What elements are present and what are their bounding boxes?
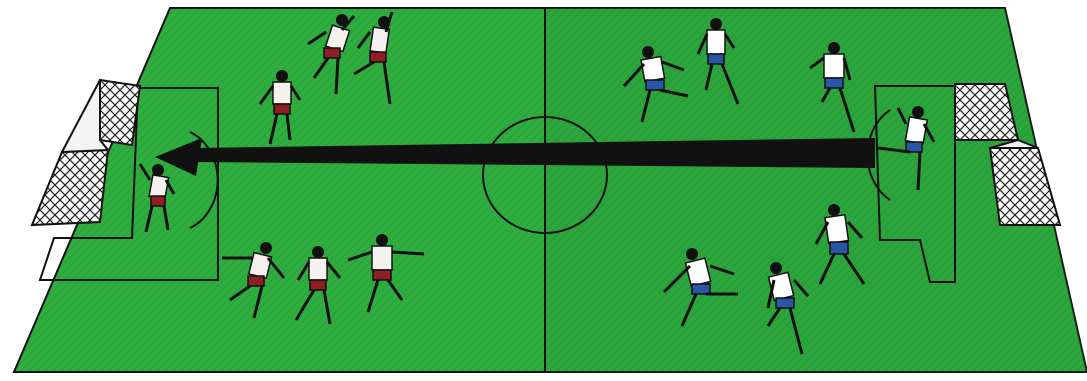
goal-net-icon xyxy=(100,80,140,145)
